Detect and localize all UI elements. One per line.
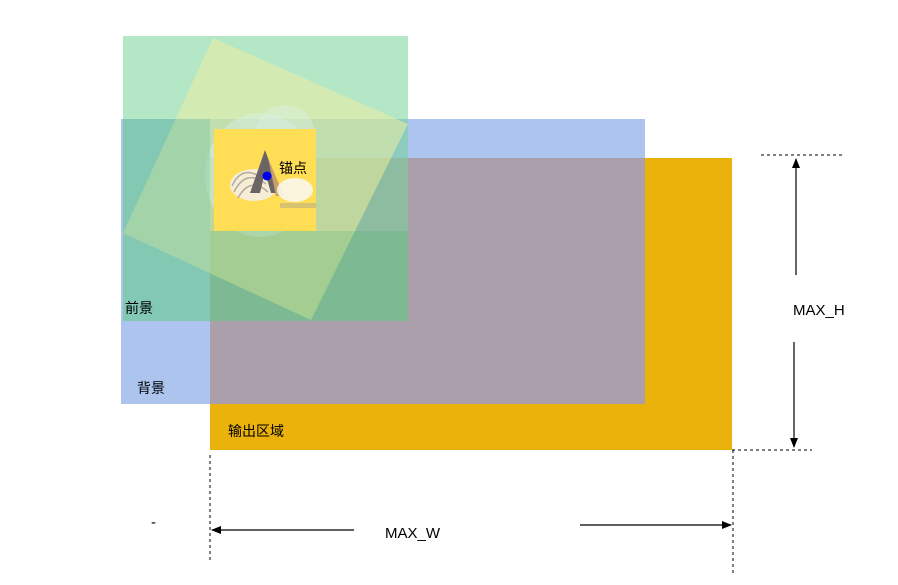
foreground-background-overlap — [123, 119, 210, 321]
adobe-style-logo-icon — [230, 150, 316, 208]
anchor-point-icon — [262, 171, 272, 181]
foreground-label: 前景 — [125, 300, 153, 317]
logo-tile — [214, 129, 316, 231]
max-w-label: MAX_W — [385, 525, 441, 542]
max-h-label: MAX_H — [793, 302, 845, 319]
background-label: 背景 — [137, 381, 165, 397]
anchor-label: 锚点 — [279, 161, 307, 177]
output-region-label: 输出区域 — [228, 424, 284, 440]
dash-mark: - — [151, 514, 156, 531]
